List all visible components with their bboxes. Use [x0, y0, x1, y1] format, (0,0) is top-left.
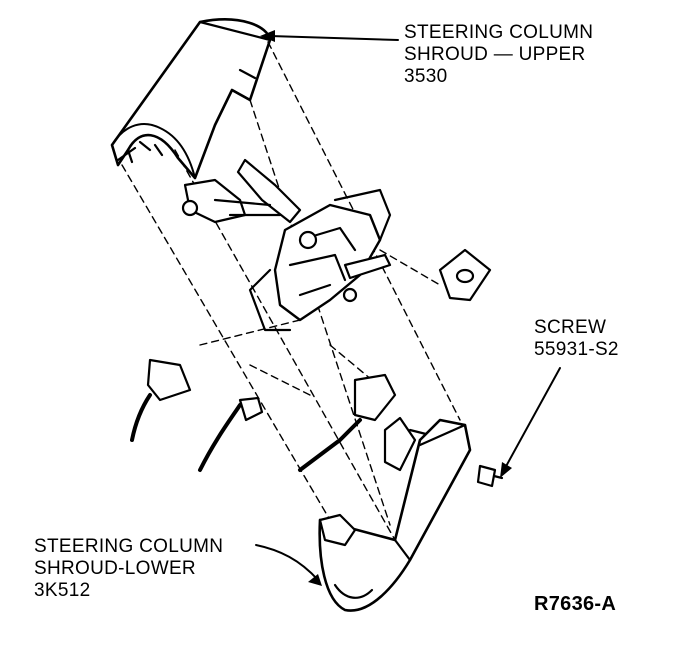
- figure-reference: R7636-A: [534, 593, 617, 615]
- upper-shroud-part: [110, 18, 272, 180]
- ignition-switch: [181, 178, 282, 224]
- wiring-harness-left: [130, 358, 264, 472]
- label-lower-shroud-line1: STEERING COLUMN: [34, 536, 224, 557]
- screw-leader: [503, 367, 561, 471]
- upper-shroud-leader: [269, 35, 399, 41]
- leader-arrows: [255, 30, 561, 586]
- label-screw-line1: SCREW: [534, 317, 607, 338]
- label-lower-shroud: STEERING COLUMN SHROUD-LOWER 3K512: [34, 536, 223, 602]
- lower-shroud-leader: [255, 544, 319, 581]
- label-upper-shroud-line3: 3530: [404, 66, 448, 87]
- label-upper-shroud: STEERING COLUMN SHROUD — UPPER 3530: [404, 22, 593, 88]
- label-lower-shroud-line3: 3K512: [34, 580, 91, 601]
- switch-plate: [438, 248, 492, 302]
- label-screw-line2: 55931-S2: [534, 339, 619, 360]
- screw-part: [476, 464, 504, 488]
- label-upper-shroud-line2: SHROUD — UPPER: [404, 44, 586, 65]
- lower-shroud-arrowhead: [308, 574, 322, 586]
- label-lower-shroud-line2: SHROUD-LOWER: [34, 558, 196, 579]
- lower-shroud-part: [318, 418, 472, 612]
- label-screw: SCREW 55931-S2: [534, 317, 619, 361]
- upper-shroud-arrowhead: [260, 30, 275, 42]
- lever-assembly: [298, 373, 457, 472]
- screw-arrowhead: [500, 462, 512, 478]
- column-mechanism: [236, 158, 392, 332]
- label-upper-shroud-line1: STEERING COLUMN: [404, 22, 594, 43]
